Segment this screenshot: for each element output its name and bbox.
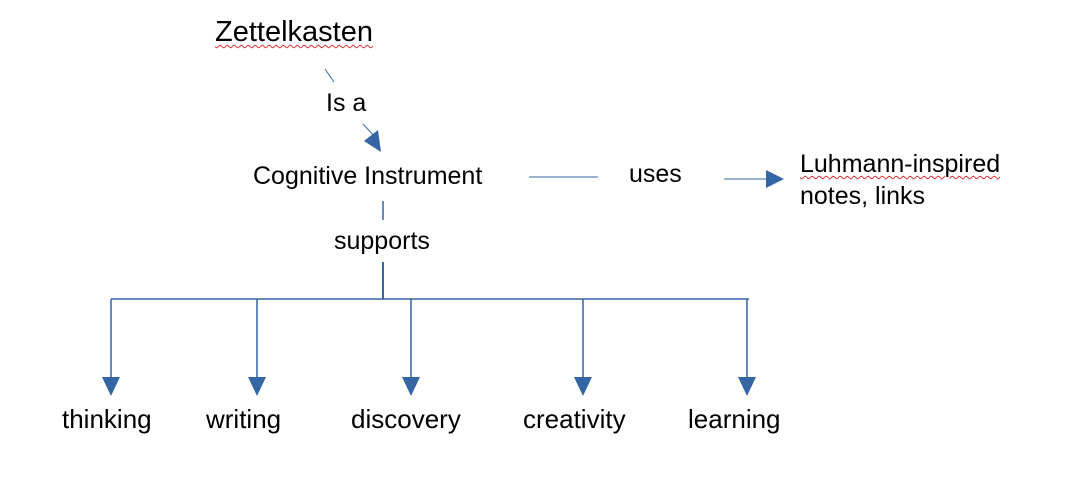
arrowhead-creativity [574,377,592,396]
arrowhead-learning [738,377,756,396]
connector-root-to-isa [324,68,335,83]
root-concept-label: Zettelkasten [215,16,373,48]
concept-cognitive-instrument-label: Cognitive Instrument [253,162,483,190]
arrowhead-writing [248,377,266,396]
arrowhead-thinking [102,377,120,396]
leaf-discovery-label: discovery [351,404,461,434]
arrowhead-discovery [402,377,420,396]
leaf-thinking-label: thinking [62,404,152,434]
leaf-creativity-label: creativity [523,404,626,434]
relation-supports-label: supports [334,227,430,255]
relation-uses-label: uses [629,160,682,188]
uses-target-line2: notes, links [800,182,926,210]
relation-is-a-label: Is a [326,89,367,117]
arrowhead-uses [766,170,784,188]
uses-target-block: Luhmann-inspired notes, links [800,148,1000,212]
arrowhead-isa [364,130,381,152]
leaf-writing-label: writing [206,404,282,434]
uses-target-line1: Luhmann-inspired [800,150,1001,178]
leaf-learning-label: learning [688,404,781,434]
